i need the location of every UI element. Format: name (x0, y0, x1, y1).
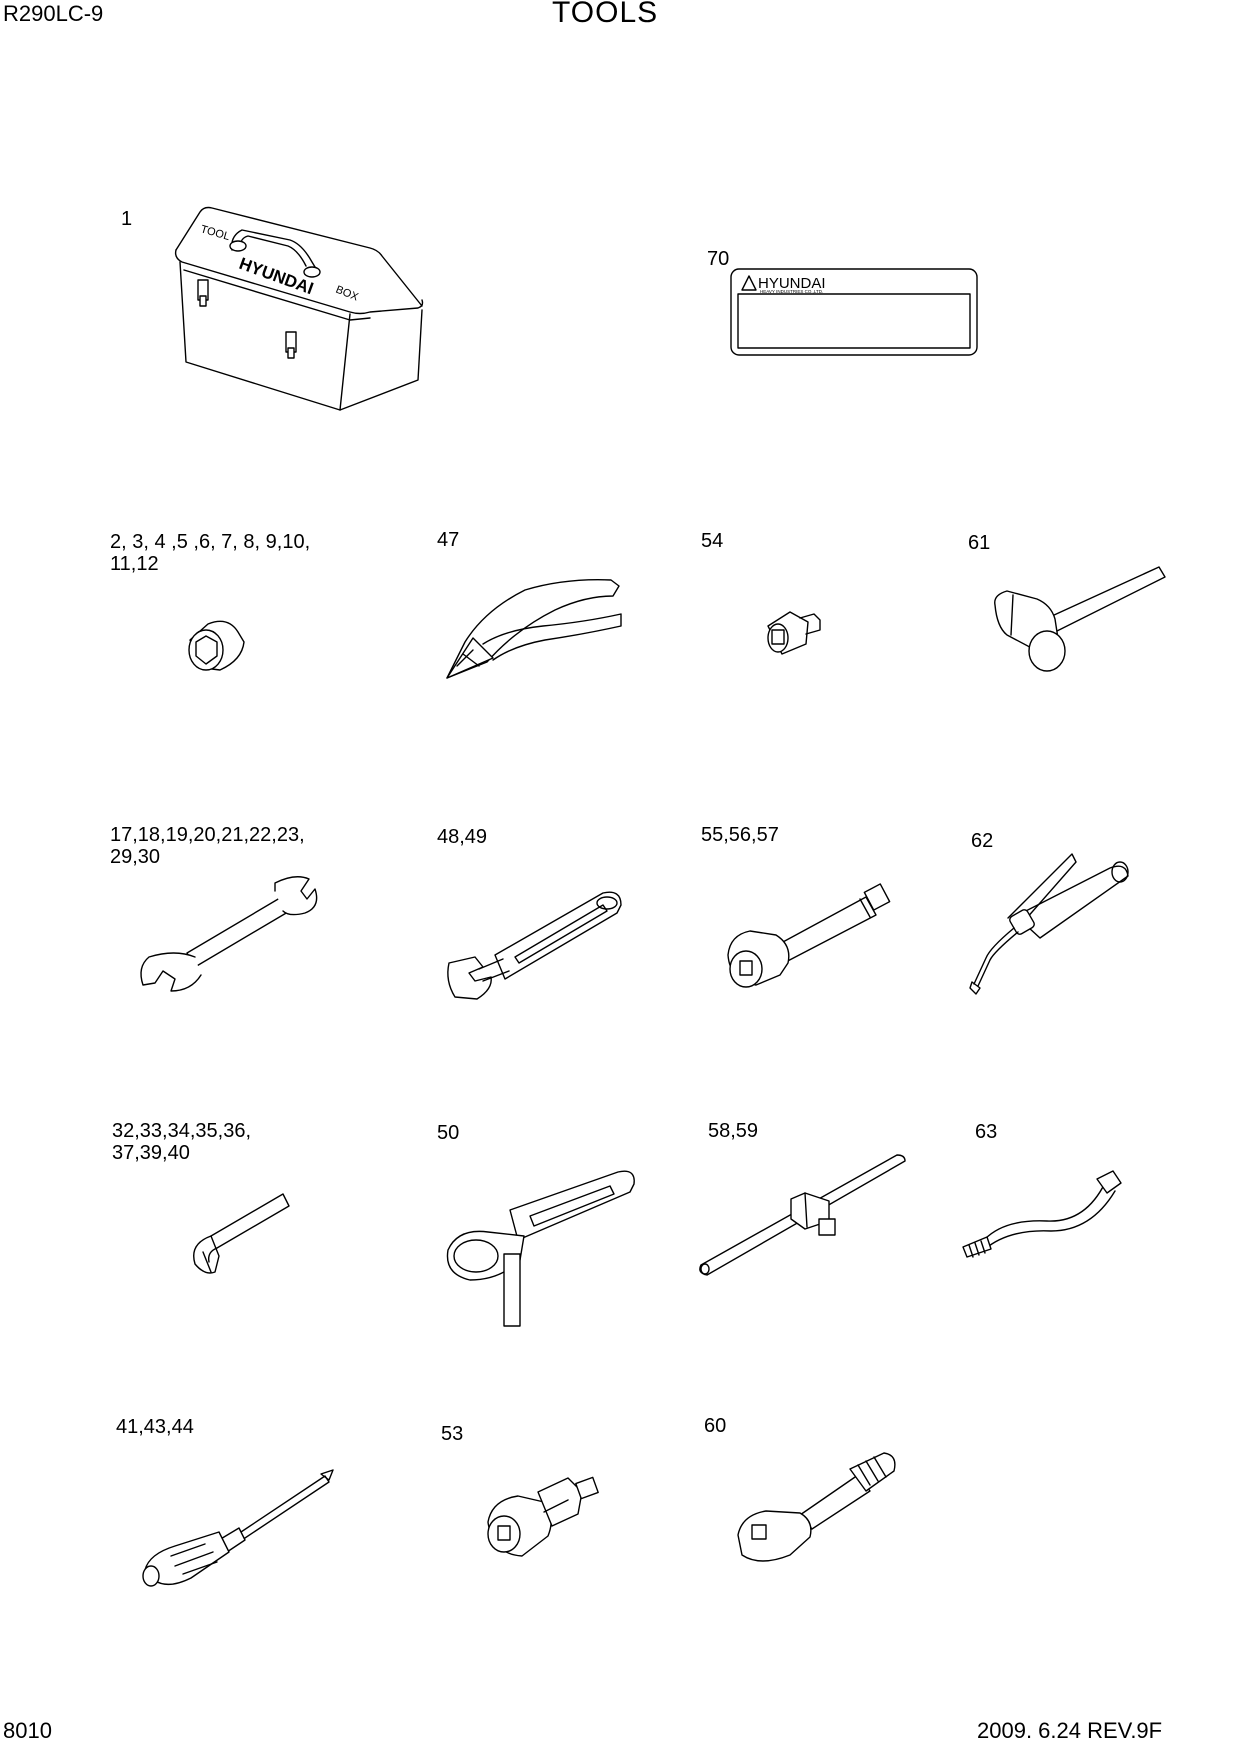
model-number: R290LC-9 (3, 1, 104, 26)
extension-bar-illustration (727, 883, 891, 988)
callout-hex-key: 32,33,34,35,36, 37,39,40 (112, 1120, 252, 1164)
hammer-illustration (994, 566, 1166, 672)
pliers-illustration (446, 579, 622, 679)
callout-extension-bar: 55,56,57 (701, 824, 779, 846)
callout-spanner: 17,18,19,20,21,22,23, 29,30 (110, 824, 305, 868)
grease-hose-illustration (962, 1170, 1122, 1258)
toolbox-brand: HYUNDAI (237, 254, 316, 298)
revision-date: 2009. 6.24 REV.9F (977, 1718, 1163, 1743)
callout-toolbox: 1 (121, 208, 133, 230)
callout-hammer: 61 (968, 532, 991, 554)
universal-joint-illustration (487, 1476, 599, 1557)
callout-t-handle: 58,59 (708, 1120, 759, 1142)
grease-gun-illustration (969, 853, 1129, 995)
callout-grease-hose: 63 (975, 1121, 998, 1143)
toolbox-label-tool: TOOL (199, 223, 231, 243)
callout-universal-joint: 53 (441, 1423, 464, 1445)
callout-adapter: 54 (701, 530, 724, 552)
ratchet-illustration (737, 1452, 896, 1562)
callout-adjustable-wrench: 48,49 (437, 826, 488, 848)
callout-socket: 2, 3, 4 ,5 ,6, 7, 8, 9,10, 11,12 (110, 531, 311, 575)
adapter-illustration (767, 611, 821, 655)
spanner-illustration (140, 876, 318, 992)
decal-brand: HYUNDAI (758, 275, 826, 292)
toolbox-label-box: BOX (334, 284, 361, 304)
toolbox-illustration: TOOL BOX HYUNDAI (174, 206, 424, 411)
filter-wrench-illustration (446, 1170, 635, 1327)
hex-key-illustration (193, 1193, 290, 1274)
screwdriver-illustration (142, 1469, 334, 1587)
adjustable-wrench-illustration (447, 891, 622, 1000)
t-handle-illustration (699, 1154, 906, 1276)
page-title: TOOLS (552, 0, 659, 29)
callout-pliers: 47 (437, 529, 460, 551)
page-number: 8010 (3, 1718, 52, 1743)
callout-filter-wrench: 50 (437, 1122, 460, 1144)
callout-screwdriver: 41,43,44 (116, 1416, 194, 1438)
socket-illustration (188, 620, 245, 671)
callout-ratchet: 60 (704, 1415, 727, 1437)
callout-decal: 70 (707, 248, 730, 270)
callout-grease-gun: 62 (971, 830, 994, 852)
decal-subline: HEAVY INDUSTRIES CO.,LTD. (760, 289, 823, 294)
decal-illustration: HYUNDAI HEAVY INDUSTRIES CO.,LTD. (730, 268, 978, 356)
